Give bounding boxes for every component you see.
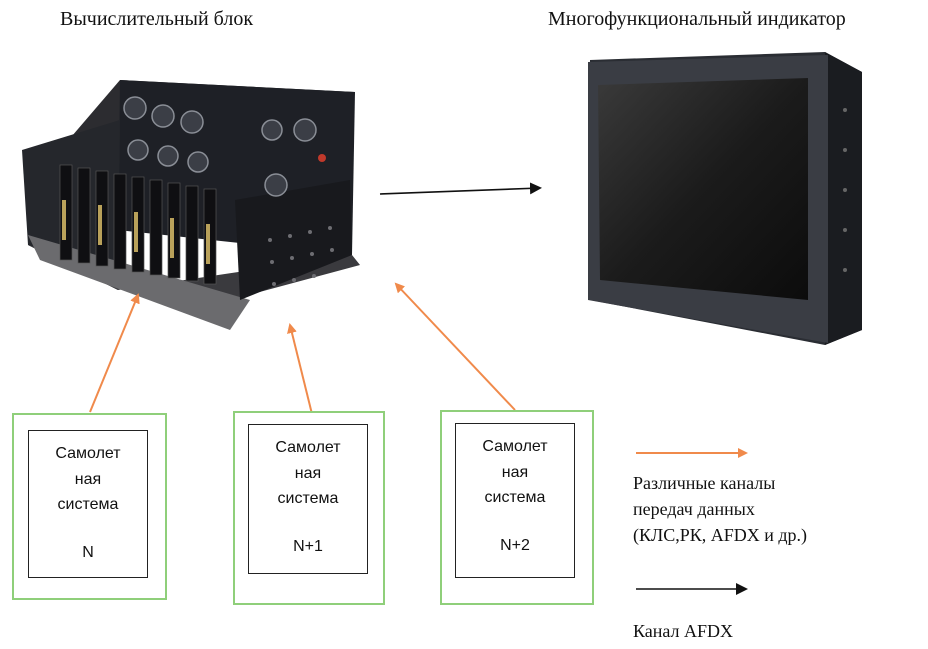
system-n2-id: N+2 bbox=[500, 536, 530, 554]
system-n2-line3: система bbox=[484, 489, 546, 507]
legend-orange-line3: (КЛС,РК, AFDX и др.) bbox=[633, 525, 808, 546]
data-arrow-n bbox=[89, 293, 140, 413]
legend-black-text: Канал AFDX bbox=[633, 621, 734, 641]
data-arrow-n2 bbox=[394, 282, 516, 411]
system-n1-line1: Самолет bbox=[275, 439, 341, 456]
system-label-n1: Самолет ная система N+1 bbox=[248, 424, 368, 574]
system-n-line1: Самолет bbox=[55, 445, 121, 462]
system-label-n: Самолет ная система N bbox=[28, 430, 148, 578]
legend-orange-text: Различные каналы передач данных (КЛС,РК,… bbox=[633, 470, 807, 548]
display-image bbox=[588, 52, 862, 345]
system-n2-line1: Самолет bbox=[482, 438, 548, 455]
computer-unit-image bbox=[22, 80, 360, 330]
display-title: Многофункциональный индикатор bbox=[548, 8, 846, 30]
system-n1-id: N+1 bbox=[293, 537, 323, 555]
data-arrow-n1 bbox=[287, 323, 313, 415]
system-n-line3: система bbox=[57, 496, 119, 514]
system-n-line2: ная bbox=[74, 470, 102, 488]
legend-orange-line1: Различные каналы bbox=[633, 473, 776, 493]
afdx-arrow bbox=[379, 182, 542, 195]
legend-orange-line2: передач данных bbox=[633, 499, 755, 520]
system-label-n2: Самолет ная система N+2 bbox=[455, 423, 575, 578]
system-n1-line3: система bbox=[277, 490, 339, 508]
computer-unit-title: Вычислительный блок bbox=[60, 8, 254, 30]
system-n-id: N bbox=[82, 543, 94, 561]
system-n1-line2: ная bbox=[294, 464, 322, 482]
system-n2-line2: ная bbox=[501, 463, 529, 481]
